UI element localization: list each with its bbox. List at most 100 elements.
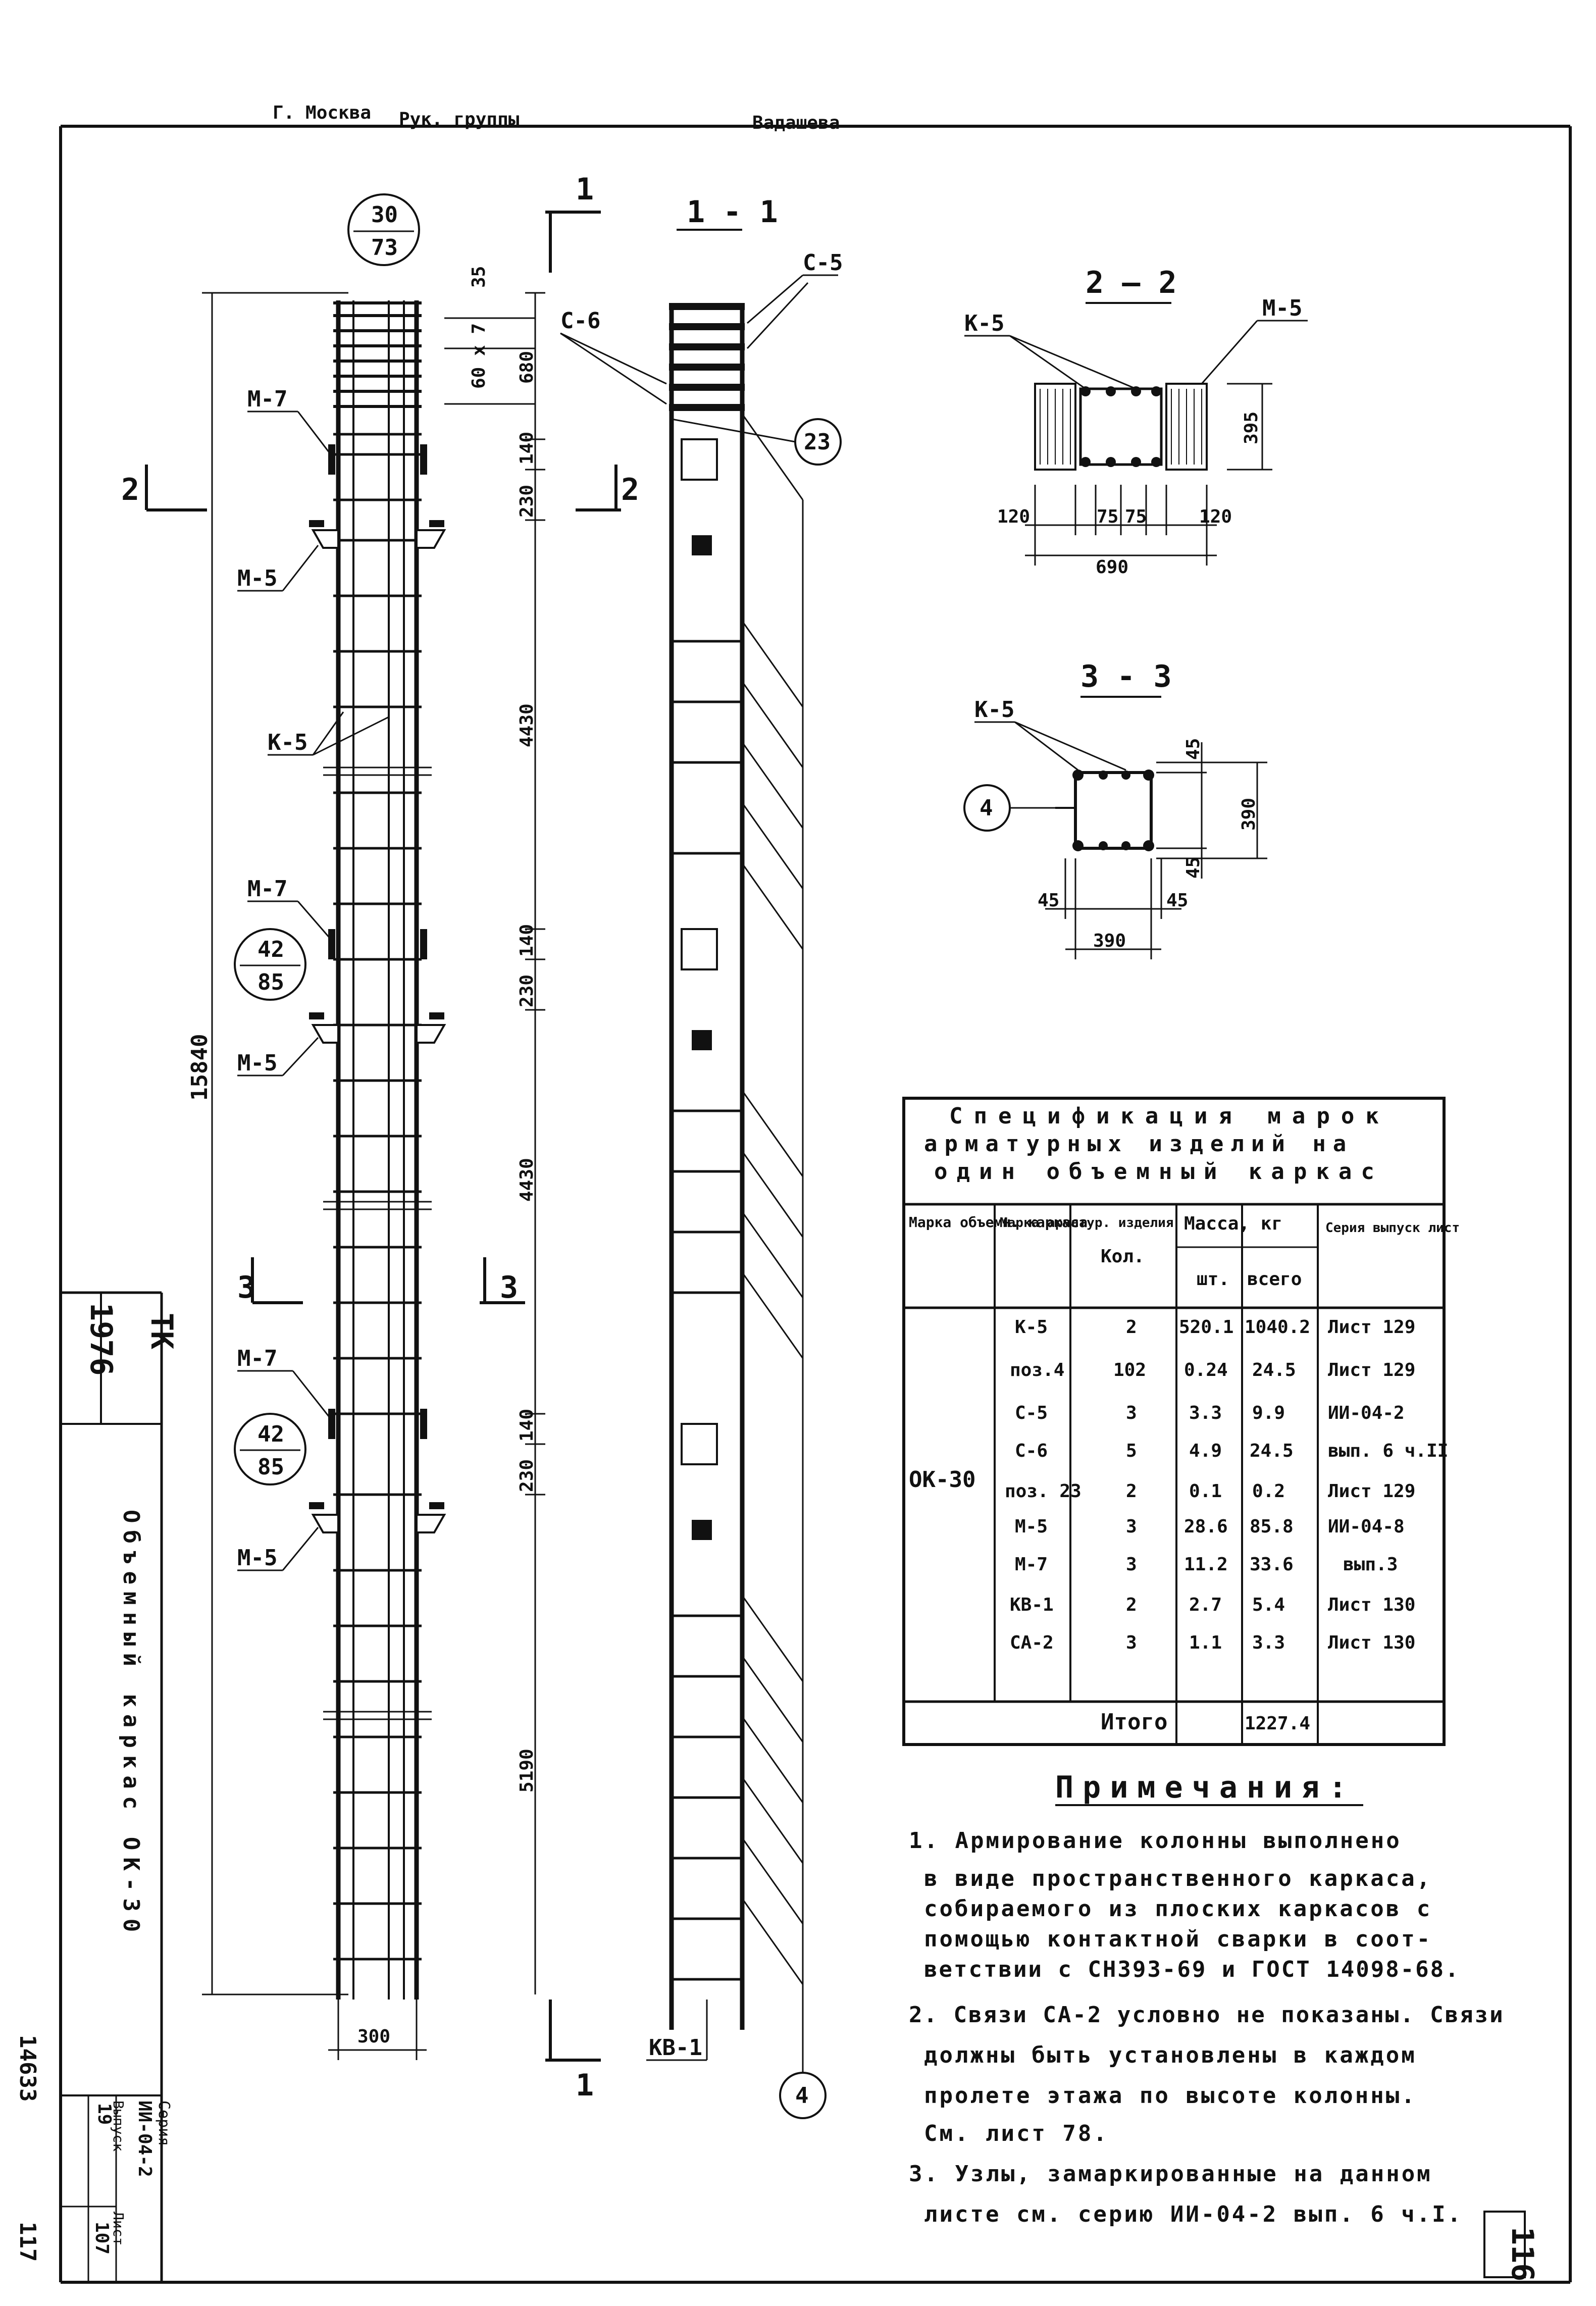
mark-circle-top: 30 73 (347, 193, 420, 266)
cell-mark: К-5 (1015, 1317, 1048, 1338)
note-line-5: ветствии с СН393-69 и ГОСТ 14098-68. (924, 1957, 1460, 1982)
dim-680: 680 (517, 351, 537, 384)
sec33-dim-390-v: 390 (1239, 798, 1259, 831)
break-marks (323, 766, 432, 1720)
stamp-sheet-value: 107 (91, 2222, 112, 2254)
elevation-dimensions: 35 60 x 7 680 140 230 4430 140 230 4430 … (444, 266, 545, 1994)
cell-mass-total: 24.5 (1252, 1360, 1296, 1380)
circle-23-text: 23 (804, 429, 831, 455)
label-m5-c: М-5 (237, 1545, 277, 1571)
dim-5190: 5190 (517, 1749, 537, 1792)
stamp-title: Объемный каркас ОК-30 (118, 1510, 144, 1939)
sec33-dim-45-left: 45 (1038, 890, 1059, 911)
cell-mass-total: 33.6 (1250, 1554, 1294, 1575)
cell-qty: 2 (1126, 1595, 1137, 1615)
stamp-year: 1976 (83, 1303, 119, 1376)
stamp-series-value: ИИ-04-2 (134, 2100, 155, 2177)
label-m5-b: М-5 (237, 1050, 277, 1076)
header-role: Рук. группы (399, 109, 520, 130)
label-m5-a: М-5 (237, 566, 277, 591)
cell-mass-unit: 1.1 (1189, 1632, 1222, 1653)
cell-series: Лист 130 (1328, 1595, 1415, 1615)
section-inserts (681, 438, 718, 1540)
stamp-sheet-label: Лист (110, 2212, 127, 2245)
table-row: С-6 5 4.9 24.5 вып. 6 ч.II (1015, 1441, 1448, 1461)
cut-2-left: 2 (121, 472, 139, 507)
cell-mass-unit: 3.3 (1189, 1403, 1222, 1423)
cell-mass-unit: 0.24 (1184, 1360, 1228, 1380)
sheet-frame (59, 125, 1572, 2284)
dim-4430-a: 4430 (517, 703, 537, 747)
notes-block: Примечания: 1. Армирование колонны выпол… (909, 1770, 1503, 2227)
sec22-dim-75-a: 75 (1097, 506, 1118, 527)
spec-h3: Кол. (1101, 1246, 1145, 1267)
note-line-1: 1. Армирование колонны выполнено (909, 1828, 1402, 1854)
dim-230-mid: 230 (517, 975, 537, 1007)
stamp-issue-value: 19 (94, 2103, 115, 2125)
stamp-archive-no: 14633 (15, 2035, 40, 2102)
dim-300: 300 (357, 2026, 390, 2047)
cell-mass-total: 3.3 (1252, 1632, 1285, 1653)
label-kv1: КВ-1 (649, 2035, 702, 2061)
label-m7-a: М-7 (247, 386, 287, 412)
mark-top-den: 73 (371, 235, 398, 261)
stamp-issue-label: Выпуск (110, 2100, 127, 2151)
cell-mass-total: 5.4 (1252, 1595, 1285, 1615)
section-1-1-view: 1 - 1 (560, 194, 843, 2119)
spec-title-3: один объемный каркас (934, 1159, 1383, 1185)
top-bar-ends (669, 303, 745, 411)
mark-floor2-num: 42 (258, 1421, 284, 1447)
cell-series: Лист 129 (1328, 1360, 1415, 1380)
mark-top-num: 30 (371, 202, 398, 228)
mark-circle-floor-1: 42 85 (234, 928, 306, 1001)
table-row: СА-2 3 1.1 3.3 Лист 130 (1010, 1632, 1415, 1653)
cell-series: вып.3 (1343, 1554, 1398, 1575)
table-row: поз. 23 2 0.1 0.2 Лист 129 (1005, 1481, 1415, 1502)
section-2-2: 2 — 2 К-5 М-5 395 (964, 265, 1308, 578)
cell-mark: С-5 (1015, 1403, 1048, 1423)
notes-title: Примечания: (1055, 1770, 1356, 1805)
dim-230-top: 230 (517, 485, 537, 518)
label-m7-c: М-7 (237, 1346, 277, 1371)
cell-series: Лист 130 (1328, 1632, 1415, 1653)
header-city: Г. Москва (273, 103, 371, 123)
table-row: М-5 3 28.6 85.8 ИИ-04-8 (1015, 1516, 1405, 1537)
spec-title-1: Спецификация марок (949, 1103, 1390, 1129)
section-3-3: 3 - 3 К-5 4 45 390 45 (963, 659, 1267, 959)
sec22-label-m5: М-5 (1262, 295, 1302, 321)
note-line-2: в виде пространственного каркаса, (924, 1866, 1432, 1891)
sec22-dim-75-b: 75 (1125, 506, 1147, 527)
cell-mass-total: 24.5 (1250, 1441, 1294, 1461)
cell-qty: 3 (1126, 1554, 1137, 1575)
sec22-dim-120-l: 120 (997, 506, 1030, 527)
cell-qty: 3 (1126, 1403, 1137, 1423)
cell-series: вып. 6 ч.II (1328, 1441, 1448, 1461)
mark-circle-floor-2: 42 85 (234, 1413, 306, 1485)
header-surname: Вадашева (752, 113, 840, 133)
bottom-width-dim: 300 (328, 2000, 427, 2060)
sec33-label-k5: К-5 (974, 697, 1014, 723)
spec-h5: Серия выпуск лист (1325, 1220, 1460, 1236)
spec-h4a: шт. (1197, 1269, 1229, 1290)
sec22-label-k5: К-5 (964, 311, 1004, 336)
table-row: поз.4 102 0.24 24.5 Лист 129 (1010, 1360, 1415, 1380)
cell-qty: 2 (1126, 1317, 1137, 1338)
tie-bars (333, 433, 422, 1961)
header-strip: Г. Москва Рук. группы Вадашева (273, 103, 840, 133)
dim-60x7: 60 x 7 (469, 323, 489, 389)
note-line-7: должны быть установлены в каждом (924, 2042, 1417, 2068)
label-c5: С-5 (803, 250, 843, 276)
cell-qty: 3 (1126, 1516, 1137, 1537)
cell-mass-unit: 0.1 (1189, 1481, 1222, 1502)
mark-floor1-num: 42 (258, 937, 284, 962)
cell-mass-total: 85.8 (1250, 1516, 1294, 1537)
cell-qty: 2 (1126, 1481, 1137, 1502)
sec22-dim-120-r: 120 (1199, 506, 1232, 527)
m5-brackets (309, 520, 446, 1533)
cell-qty: 3 (1126, 1632, 1137, 1653)
cut-3-left: 3 (237, 1270, 255, 1305)
cell-mass-unit: 11.2 (1184, 1554, 1228, 1575)
cut-1-top: 1 (576, 172, 594, 207)
dim-140-top: 140 (517, 432, 537, 465)
